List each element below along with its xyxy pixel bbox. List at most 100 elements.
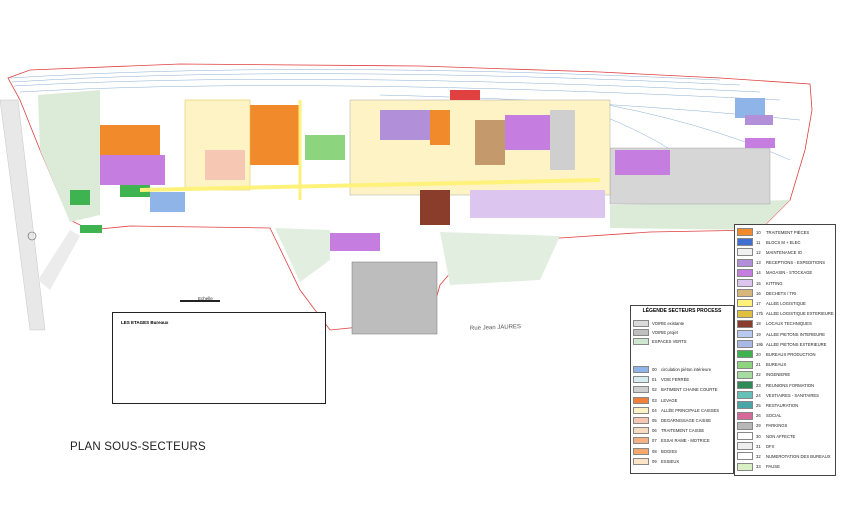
legend-sector-label: ALLEE PIETONS EXTERIEURE [766,341,827,347]
legend-sector-row: 32 NUMEROTATION DES BUREAUX [737,452,831,461]
legend-sector-label: PAUSE [766,464,780,470]
legend-process-swatch [633,406,649,414]
legend-voirie-label: VOIRIE projet [652,330,678,335]
etages-title: LES ETAGES Bureaux [121,320,169,325]
legend-sector-label: SOCIAL [766,413,782,419]
building-west-orange [100,125,160,155]
legend-process-label: circulation piéton intérieure [661,367,712,372]
legend-voirie-row: ESPACES VERTS [633,338,687,345]
building-brown-south [420,190,450,225]
legend-sector-code: 16 [756,290,761,296]
legend-sector-label: REUNIONS FORMATION [766,382,815,388]
legend-sector-code: 17 [756,300,761,306]
green-space-east [610,200,790,230]
legend-process-code: 04 [652,407,657,413]
building-green-entry [70,190,90,205]
green-space-south-west [275,228,330,282]
legend-sector-code: 25 [756,402,761,408]
legend-sector-swatch [737,330,753,338]
building-purple-2 [505,115,550,150]
legend-process-swatch [633,396,649,404]
building-grey-1 [550,110,575,170]
legend-process-code: 01 [652,377,657,383]
building-brown-1 [475,120,505,165]
green-space-south [440,232,560,285]
legend-sector-label: MAINTENANCE IO [766,249,803,255]
legend-sector-row: 23 REUNIONS FORMATION [737,381,814,389]
legend-sector-swatch [737,411,753,420]
legend-sector-code: 24 [756,392,761,398]
road-west-vertical [0,99,46,331]
legend-process-label: ESSIEUX [661,458,680,464]
legend-sector-swatch [737,299,753,308]
legend-process-swatch [633,417,649,424]
legend-voirie-swatch [633,320,649,327]
legend-sector-swatch [737,432,753,440]
legend-sector-code: 17b [756,311,763,317]
legend-sector-swatch [737,452,753,461]
legend-process-swatch [633,427,649,435]
legend-sector-swatch [737,360,753,369]
legend-process-label: VOIE FERRÉE [661,377,690,383]
scale-bar [180,300,220,302]
legend-sector-code: 32 [756,453,761,459]
building-green-entry-2 [80,225,102,233]
legend-sector-label: BUREAUX PRODUCTION [766,351,816,357]
legend-process-label: BOGIES [661,448,678,454]
building-central-lightorange [205,150,245,180]
legend-sector-code: 22 [756,372,761,378]
building-purple-east [615,150,670,175]
legend-sector-swatch [737,340,753,349]
legend-sector-row: 22 INGENIERIE [737,370,791,379]
legend-sector-code: 20 [756,351,761,357]
legend-process-label: ESSAI RAME - MOTRICE [661,438,710,444]
legend-sector-swatch [737,289,753,298]
legend-process-title: LÉGENDE SECTEURS PROCESS [642,308,722,314]
legend-sector-code: 15 [756,280,761,286]
legend-sector-label: PARKINGS [766,423,788,429]
legend-sector-swatch [737,391,753,400]
legend-process-swatch [633,437,649,445]
legend-process-row: 01 VOIE FERRÉE [633,376,690,384]
legend-process-label: TRAITEMENT CAISSE [661,428,705,434]
legend-voirie-swatch [633,329,649,336]
legend-sector-label: INGENIERIE [766,372,791,378]
legend-sector-label: BUREAUX [766,362,787,368]
legend-voirie-label: VOIRIE existante [652,321,685,326]
legend-voirie-row: VOIRIE projet [633,329,678,336]
legend-sector-swatch [737,268,753,277]
legend-sector-swatch [737,401,753,410]
building-purple-south [330,233,380,251]
legend-sector-label: NUMEROTATION DES BUREAUX [766,453,831,459]
building-lavender-south [470,190,605,218]
legend-sector-swatch [737,258,753,267]
legend-sector-code: 23 [756,382,761,388]
legend-process-code: 03 [652,397,657,403]
building-central-green [305,135,345,160]
legend-voirie-row: VOIRIE existante [633,320,684,327]
legend-sector-code: 26 [756,413,761,419]
legend-sector-code: 18 [756,321,761,327]
legend-process: LÉGENDE SECTEURS PROCESS VOIRIE existant… [630,305,734,474]
plan-title: PLAN SOUS-SECTEURS [70,441,206,453]
green-space-west [38,90,100,222]
legend-sector-label: DFX [766,443,775,449]
north-compass [27,231,37,241]
building-east-small-2 [745,115,773,125]
legend-process-code: 00 [652,367,657,372]
legend-sector-label: KITTING [766,280,783,286]
logistics-aisle [139,178,601,192]
legend-process-code: 02 [652,387,657,393]
